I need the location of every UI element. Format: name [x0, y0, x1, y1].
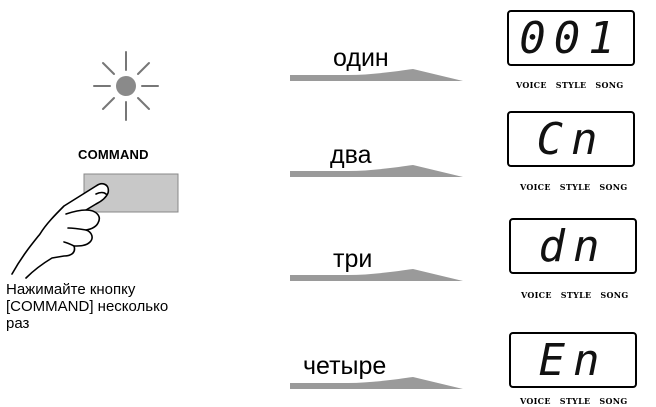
arrow-icon — [290, 269, 463, 281]
arrow-icon — [290, 377, 463, 389]
led-indicator-icon — [93, 51, 159, 121]
step-label-1: один — [333, 44, 389, 72]
lcd-display-1: 001 — [507, 10, 635, 66]
lcd-caption-1: VOICE STYLE SONG — [516, 80, 633, 90]
instruction-line: раз — [6, 315, 30, 332]
caption-style: STYLE — [555, 80, 587, 90]
instruction-text: Нажимайте кнопку [COMMAND] несколько раз — [6, 281, 246, 332]
command-label: COMMAND — [78, 147, 149, 162]
caption-voice: VOICE — [516, 80, 547, 90]
pressing-hand-icon — [11, 183, 110, 279]
lcd-display-2: Cn — [507, 111, 635, 167]
caption-voice: VOICE — [520, 182, 551, 192]
command-button-illustration — [11, 173, 179, 279]
lcd-caption-3: VOICE STYLE SONG — [521, 290, 638, 300]
caption-song: SONG — [600, 290, 629, 300]
step-label-4: четыре — [303, 352, 387, 380]
arrow-icon — [290, 69, 463, 81]
caption-style: STYLE — [559, 396, 591, 406]
caption-voice: VOICE — [520, 396, 551, 406]
step-label-2: два — [330, 141, 372, 169]
caption-style: STYLE — [560, 290, 592, 300]
lcd-caption-4: VOICE STYLE SONG — [520, 396, 637, 406]
caption-style: STYLE — [559, 182, 591, 192]
instruction-line: Нажимайте кнопку — [6, 281, 136, 298]
lcd-caption-2: VOICE STYLE SONG — [520, 182, 637, 192]
instruction-line: [COMMAND] несколько — [6, 298, 169, 315]
caption-song: SONG — [599, 396, 628, 406]
arrow-icon — [290, 165, 463, 177]
caption-song: SONG — [595, 80, 624, 90]
lcd-display-4: En — [509, 332, 637, 388]
caption-voice: VOICE — [521, 290, 552, 300]
caption-song: SONG — [599, 182, 628, 192]
lcd-display-3: dn — [509, 218, 637, 274]
step-label-3: три — [333, 245, 373, 273]
